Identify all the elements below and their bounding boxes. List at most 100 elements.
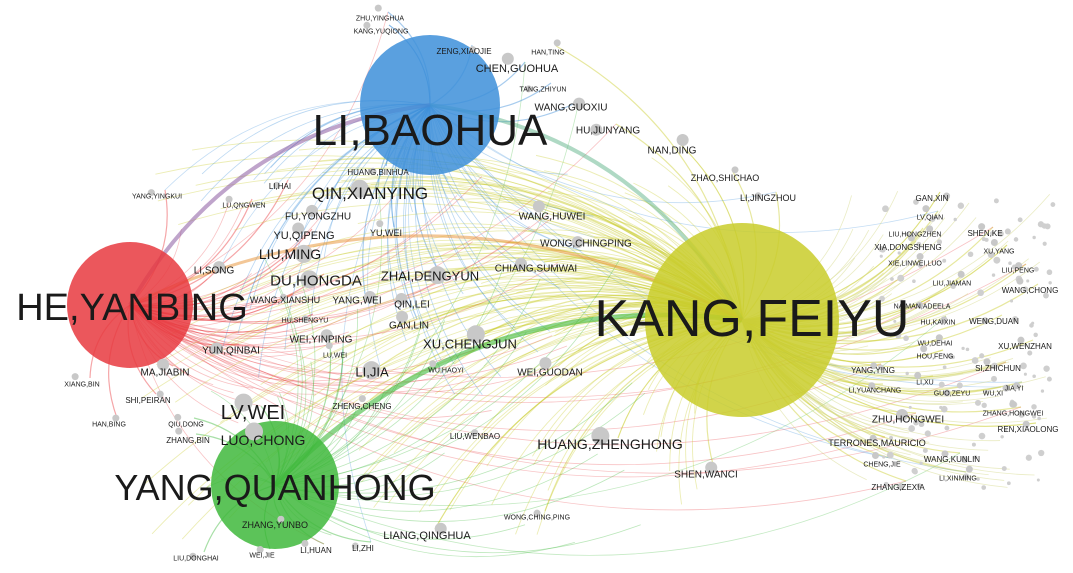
author-label[interactable]: WU,XI bbox=[983, 390, 1003, 397]
author-node[interactable] bbox=[532, 200, 545, 213]
author-label[interactable]: LIU,HONGZHEN bbox=[889, 231, 942, 238]
author-node[interactable] bbox=[369, 167, 377, 175]
author-node[interactable] bbox=[922, 205, 930, 213]
author-label[interactable]: XU,CHENGJUN bbox=[423, 337, 517, 352]
author-label[interactable]: ZHANG,HONGWEI bbox=[983, 410, 1044, 417]
author-node[interactable] bbox=[939, 405, 943, 410]
author-node[interactable] bbox=[515, 257, 528, 270]
author-label[interactable]: YUN,QINBAI bbox=[202, 346, 260, 357]
author-node[interactable] bbox=[907, 234, 915, 242]
author-label[interactable]: WENG,DUAN bbox=[969, 317, 1019, 326]
author-node[interactable] bbox=[957, 202, 965, 209]
author-node[interactable] bbox=[912, 469, 918, 475]
author-node[interactable] bbox=[1013, 382, 1021, 390]
author-label[interactable]: LU,QNGWEN bbox=[222, 202, 265, 209]
author-label[interactable]: ZHAI,DENGYUN bbox=[381, 269, 479, 284]
author-label[interactable]: LUO,CHONG bbox=[221, 432, 306, 448]
author-label[interactable]: HAN,TING bbox=[531, 49, 564, 56]
author-node[interactable] bbox=[984, 389, 988, 394]
author-node[interactable] bbox=[897, 274, 905, 282]
author-node[interactable] bbox=[916, 483, 922, 489]
author-node[interactable] bbox=[1022, 420, 1030, 428]
author-label[interactable]: ZHAO,SHICHAO bbox=[691, 173, 760, 183]
author-node[interactable] bbox=[956, 382, 963, 389]
author-node[interactable] bbox=[973, 455, 978, 460]
author-label[interactable]: NAN,DING bbox=[648, 146, 697, 157]
author-label[interactable]: LIU,MING bbox=[259, 246, 321, 262]
author-label[interactable]: WANG,XIANSHU bbox=[250, 295, 320, 305]
author-node[interactable] bbox=[1044, 223, 1051, 230]
cluster-node[interactable] bbox=[67, 242, 193, 368]
author-label[interactable]: CHIANG,SUMWAI bbox=[495, 264, 577, 275]
author-node[interactable] bbox=[1016, 277, 1024, 285]
author-label[interactable]: LI,JINGZHOU bbox=[740, 193, 796, 203]
author-node[interactable] bbox=[501, 52, 514, 65]
author-label[interactable]: WANG,GUOXIU bbox=[535, 103, 608, 114]
author-node[interactable] bbox=[976, 477, 980, 481]
author-node[interactable] bbox=[1020, 362, 1027, 370]
author-label[interactable]: JIA,YI bbox=[1005, 385, 1024, 392]
author-node[interactable] bbox=[279, 293, 287, 301]
author-label[interactable]: ZHANG,YUNBO bbox=[242, 520, 308, 530]
author-node[interactable] bbox=[705, 461, 718, 474]
author-label[interactable]: XIANG,BIN bbox=[64, 381, 99, 388]
author-label[interactable]: WU,DEHAI bbox=[918, 340, 953, 347]
author-node[interactable] bbox=[916, 253, 924, 261]
author-label[interactable]: WEI,GUODAN bbox=[517, 368, 583, 379]
author-label[interactable]: GAN,LIN bbox=[389, 321, 429, 332]
author-node[interactable] bbox=[301, 540, 309, 548]
author-node[interactable] bbox=[965, 347, 970, 352]
author-node[interactable] bbox=[908, 405, 912, 409]
author-node[interactable] bbox=[981, 402, 987, 409]
author-node[interactable] bbox=[883, 481, 889, 487]
author-node[interactable] bbox=[277, 515, 285, 523]
author-node[interactable] bbox=[754, 192, 762, 200]
author-label[interactable]: WANG,CHONG bbox=[1002, 286, 1059, 295]
author-label[interactable]: CHEN,GUOHUA bbox=[476, 63, 559, 75]
author-node[interactable] bbox=[1017, 411, 1021, 415]
author-label[interactable]: ZHU,HONGWEI bbox=[872, 415, 944, 426]
author-node[interactable] bbox=[882, 205, 889, 213]
author-node[interactable] bbox=[306, 204, 319, 217]
author-node[interactable] bbox=[961, 456, 969, 464]
author-label[interactable]: LIU,DONGHAI bbox=[173, 555, 219, 562]
author-label[interactable]: LI,ZHI bbox=[352, 544, 374, 553]
author-node[interactable] bbox=[294, 244, 313, 263]
author-node[interactable] bbox=[919, 461, 923, 465]
author-node[interactable] bbox=[997, 230, 1004, 237]
author-node[interactable] bbox=[908, 425, 916, 432]
author-label[interactable]: SHEN,WANCI bbox=[674, 470, 738, 481]
author-node[interactable] bbox=[926, 225, 934, 233]
author-label[interactable]: QIN,LEI bbox=[394, 300, 430, 311]
author-label[interactable]: HUANG,BINHUA bbox=[347, 168, 409, 177]
cluster-node[interactable] bbox=[360, 35, 500, 175]
author-node[interactable] bbox=[676, 134, 689, 147]
author-node[interactable] bbox=[965, 465, 973, 473]
author-node[interactable] bbox=[213, 261, 226, 274]
author-node[interactable] bbox=[156, 390, 164, 398]
author-node[interactable] bbox=[967, 251, 974, 258]
author-node[interactable] bbox=[1013, 237, 1019, 242]
author-node[interactable] bbox=[1008, 261, 1012, 266]
author-label[interactable]: LI,SONG bbox=[194, 266, 235, 277]
author-node[interactable] bbox=[974, 399, 982, 406]
author-label[interactable]: HOU,FENG bbox=[917, 353, 954, 360]
author-node[interactable] bbox=[940, 405, 948, 413]
author-node[interactable] bbox=[924, 430, 931, 437]
author-label[interactable]: WU,HAOYI bbox=[428, 367, 463, 374]
author-node[interactable] bbox=[1029, 323, 1034, 328]
author-label[interactable]: ZHU,YINGHUA bbox=[356, 15, 405, 22]
author-label[interactable]: HUANG,ZHENGHONG bbox=[537, 436, 682, 452]
author-label[interactable]: WONG,CHING,PING bbox=[504, 514, 570, 521]
author-node[interactable] bbox=[913, 419, 919, 426]
author-node[interactable] bbox=[471, 429, 479, 437]
author-label[interactable]: LIU,WENBAO bbox=[450, 432, 500, 441]
author-node[interactable] bbox=[983, 358, 991, 366]
author-node[interactable] bbox=[539, 357, 552, 370]
author-label[interactable]: SHEN,KE bbox=[967, 229, 1002, 238]
author-node[interactable] bbox=[1027, 350, 1033, 356]
author-node[interactable] bbox=[917, 263, 923, 268]
author-node[interactable] bbox=[1033, 332, 1038, 338]
author-node[interactable] bbox=[993, 256, 1001, 264]
author-label[interactable]: WEI,YINPING bbox=[290, 335, 353, 346]
